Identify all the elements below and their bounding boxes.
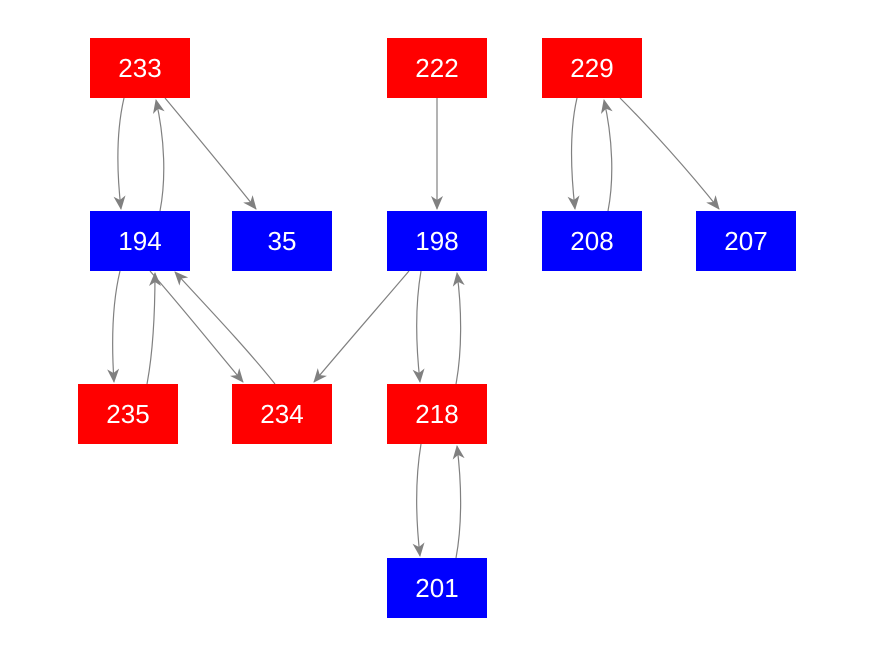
node-label-198: 198 xyxy=(415,226,458,256)
node-label-235: 235 xyxy=(106,399,149,429)
node-208: 208 xyxy=(542,211,642,271)
node-label-208: 208 xyxy=(570,226,613,256)
node-label-229: 229 xyxy=(570,53,613,83)
node-layer: 233 222 229 194 35 198 208 207 235 234 218 201 xyxy=(78,38,796,618)
node-box-35 xyxy=(232,211,332,271)
node-218: 218 xyxy=(387,384,487,444)
edge-198-to-218 xyxy=(412,270,425,383)
edge-198-to-234 xyxy=(313,270,410,383)
edge-194-to-234 xyxy=(149,270,244,383)
node-box-233 xyxy=(90,38,190,98)
edge-194-to-235 xyxy=(107,270,121,383)
edge-layer xyxy=(107,97,720,559)
node-198: 198 xyxy=(387,211,487,271)
node-box-229 xyxy=(542,38,642,98)
node-235: 235 xyxy=(78,384,178,444)
edge-235-to-194 xyxy=(146,272,161,385)
node-label-201: 201 xyxy=(415,573,458,603)
edge-208-to-229 xyxy=(600,99,613,212)
node-box-218 xyxy=(387,384,487,444)
node-box-198 xyxy=(387,211,487,271)
node-box-207 xyxy=(696,211,796,271)
node-233: 233 xyxy=(90,38,190,98)
node-label-233: 233 xyxy=(118,53,161,83)
edge-229-to-207 xyxy=(619,97,720,210)
edge-229-to-208 xyxy=(567,97,580,210)
node-label-35: 35 xyxy=(268,226,297,256)
node-label-194: 194 xyxy=(118,226,161,256)
edge-218-to-198 xyxy=(452,272,465,385)
edge-233-to-194 xyxy=(113,97,126,210)
node-207: 207 xyxy=(696,211,796,271)
edge-218-to-201 xyxy=(412,443,425,557)
node-label-234: 234 xyxy=(260,399,303,429)
node-box-201 xyxy=(387,558,487,618)
node-label-207: 207 xyxy=(724,226,767,256)
node-234: 234 xyxy=(232,384,332,444)
node-229: 229 xyxy=(542,38,642,98)
node-194: 194 xyxy=(90,211,190,271)
node-222: 222 xyxy=(387,38,487,98)
edge-234-to-194 xyxy=(174,271,276,385)
node-box-234 xyxy=(232,384,332,444)
edge-201-to-218 xyxy=(452,445,465,559)
node-box-194 xyxy=(90,211,190,271)
node-box-235 xyxy=(78,384,178,444)
node-box-222 xyxy=(387,38,487,98)
node-201: 201 xyxy=(387,558,487,618)
node-label-222: 222 xyxy=(415,53,458,83)
edge-194-to-233 xyxy=(152,99,165,212)
node-box-208 xyxy=(542,211,642,271)
edge-233-to-35 xyxy=(164,97,257,210)
node-label-218: 218 xyxy=(415,399,458,429)
node-35: 35 xyxy=(232,211,332,271)
